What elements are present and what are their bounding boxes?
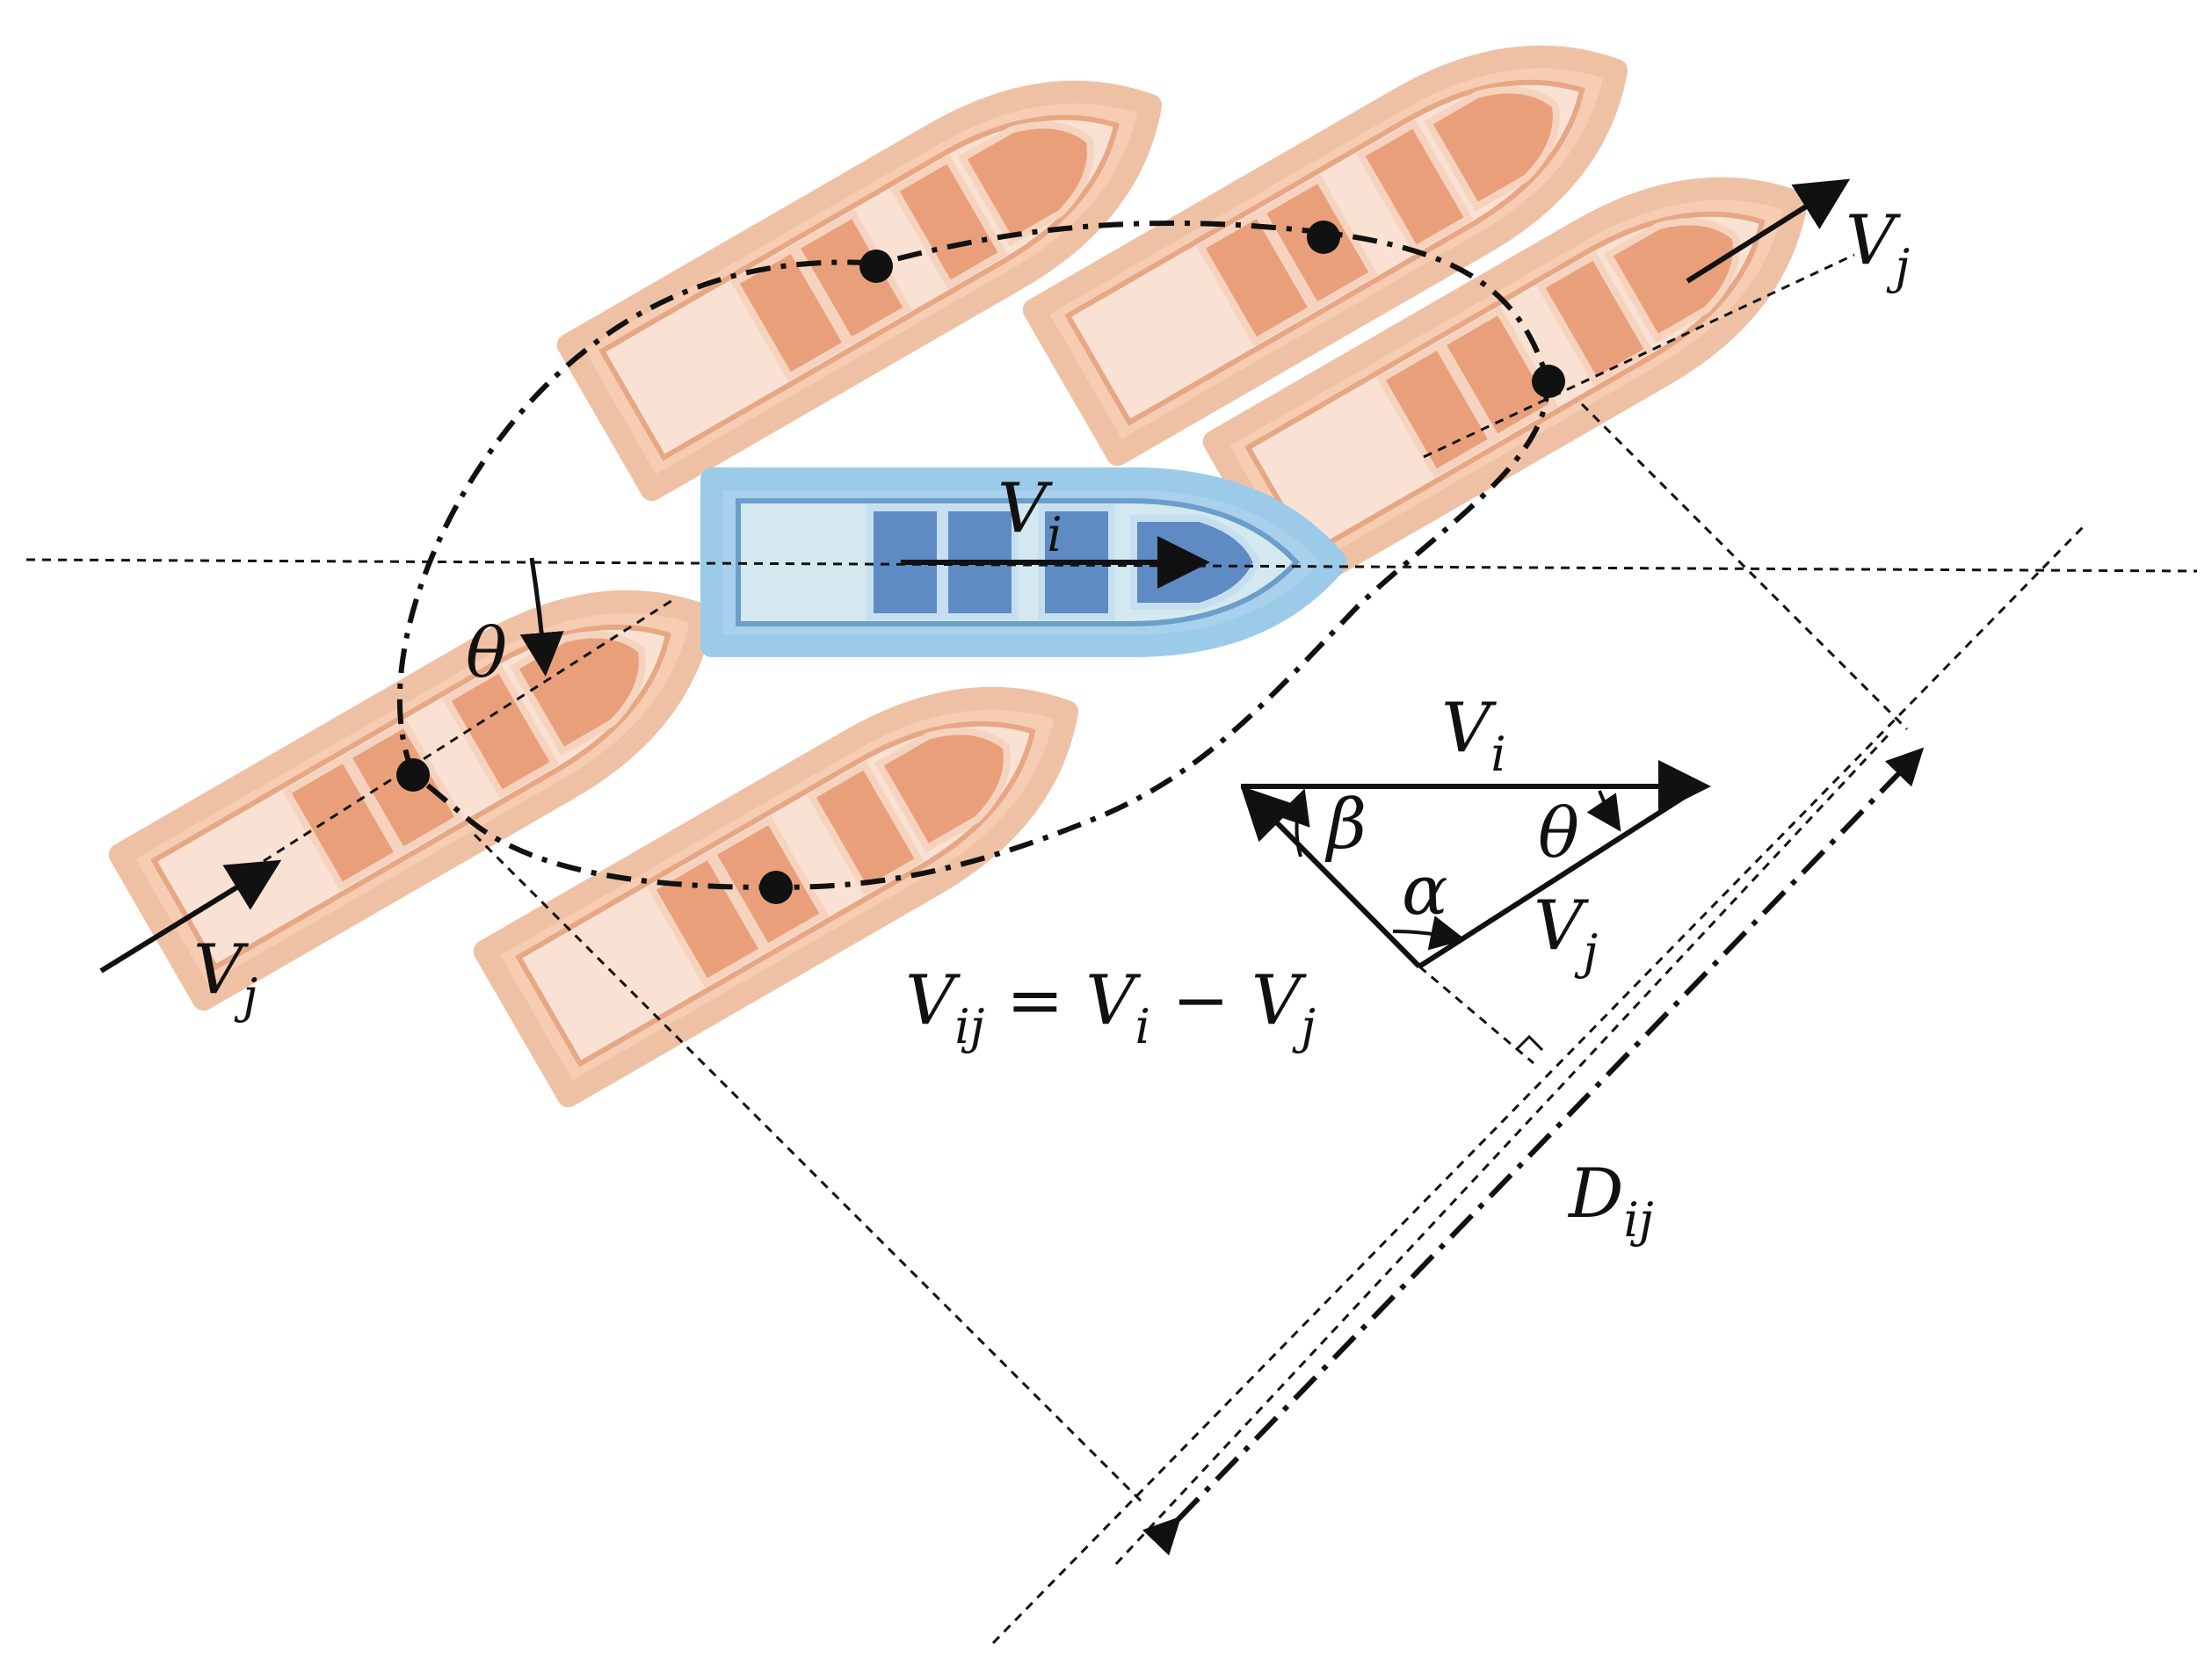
triangle-vj-side xyxy=(1418,784,1702,969)
theta-label-left: θ xyxy=(466,614,507,693)
neighbor-center-dot xyxy=(1532,365,1565,398)
horizontal-reference-line xyxy=(25,558,2198,573)
alpha-angle-arc xyxy=(1392,916,1466,951)
boundary-line-outer xyxy=(1114,732,1891,1566)
projection-line-right xyxy=(1580,402,1909,731)
vj-arrow-right xyxy=(1686,178,1851,284)
neighbor-center-dot xyxy=(859,250,893,283)
triangle-vij-side xyxy=(1240,785,1422,969)
theta-triangle-arc xyxy=(1586,790,1621,832)
neighbor-center-dot xyxy=(396,758,430,792)
neighbor-orbit-curve xyxy=(396,220,1550,891)
beta-angle-arc xyxy=(1276,788,1310,858)
vi-label-agent: Vi xyxy=(997,469,1062,562)
vj-label-right: Vj xyxy=(1846,201,1910,294)
relative-velocity-equation: Vij = Vi − Vj xyxy=(905,961,1316,1054)
right-neighbor-heading-line xyxy=(1423,253,1855,459)
theta-angle-arrow xyxy=(519,557,564,677)
right-angle-mark xyxy=(1514,1034,1544,1052)
alpha-label: α xyxy=(1402,851,1448,930)
triangle-vj-label: Vj xyxy=(1534,887,1598,980)
theta-label-triangle: θ xyxy=(1538,794,1579,873)
vj-label-left: Vj xyxy=(193,930,257,1024)
dij-label: Dij xyxy=(1567,1155,1654,1248)
beta-label: β xyxy=(1324,785,1367,865)
neighbor-center-dot xyxy=(759,871,793,904)
triangle-vi-label: Vi xyxy=(1441,689,1506,782)
vj-arrow-left xyxy=(99,859,282,974)
dij-dimension-arrow xyxy=(1142,747,1925,1556)
left-neighbor-heading-line xyxy=(263,596,678,863)
neighbor-center-dot xyxy=(1307,221,1340,254)
boundary-line-inner xyxy=(991,525,2085,1645)
